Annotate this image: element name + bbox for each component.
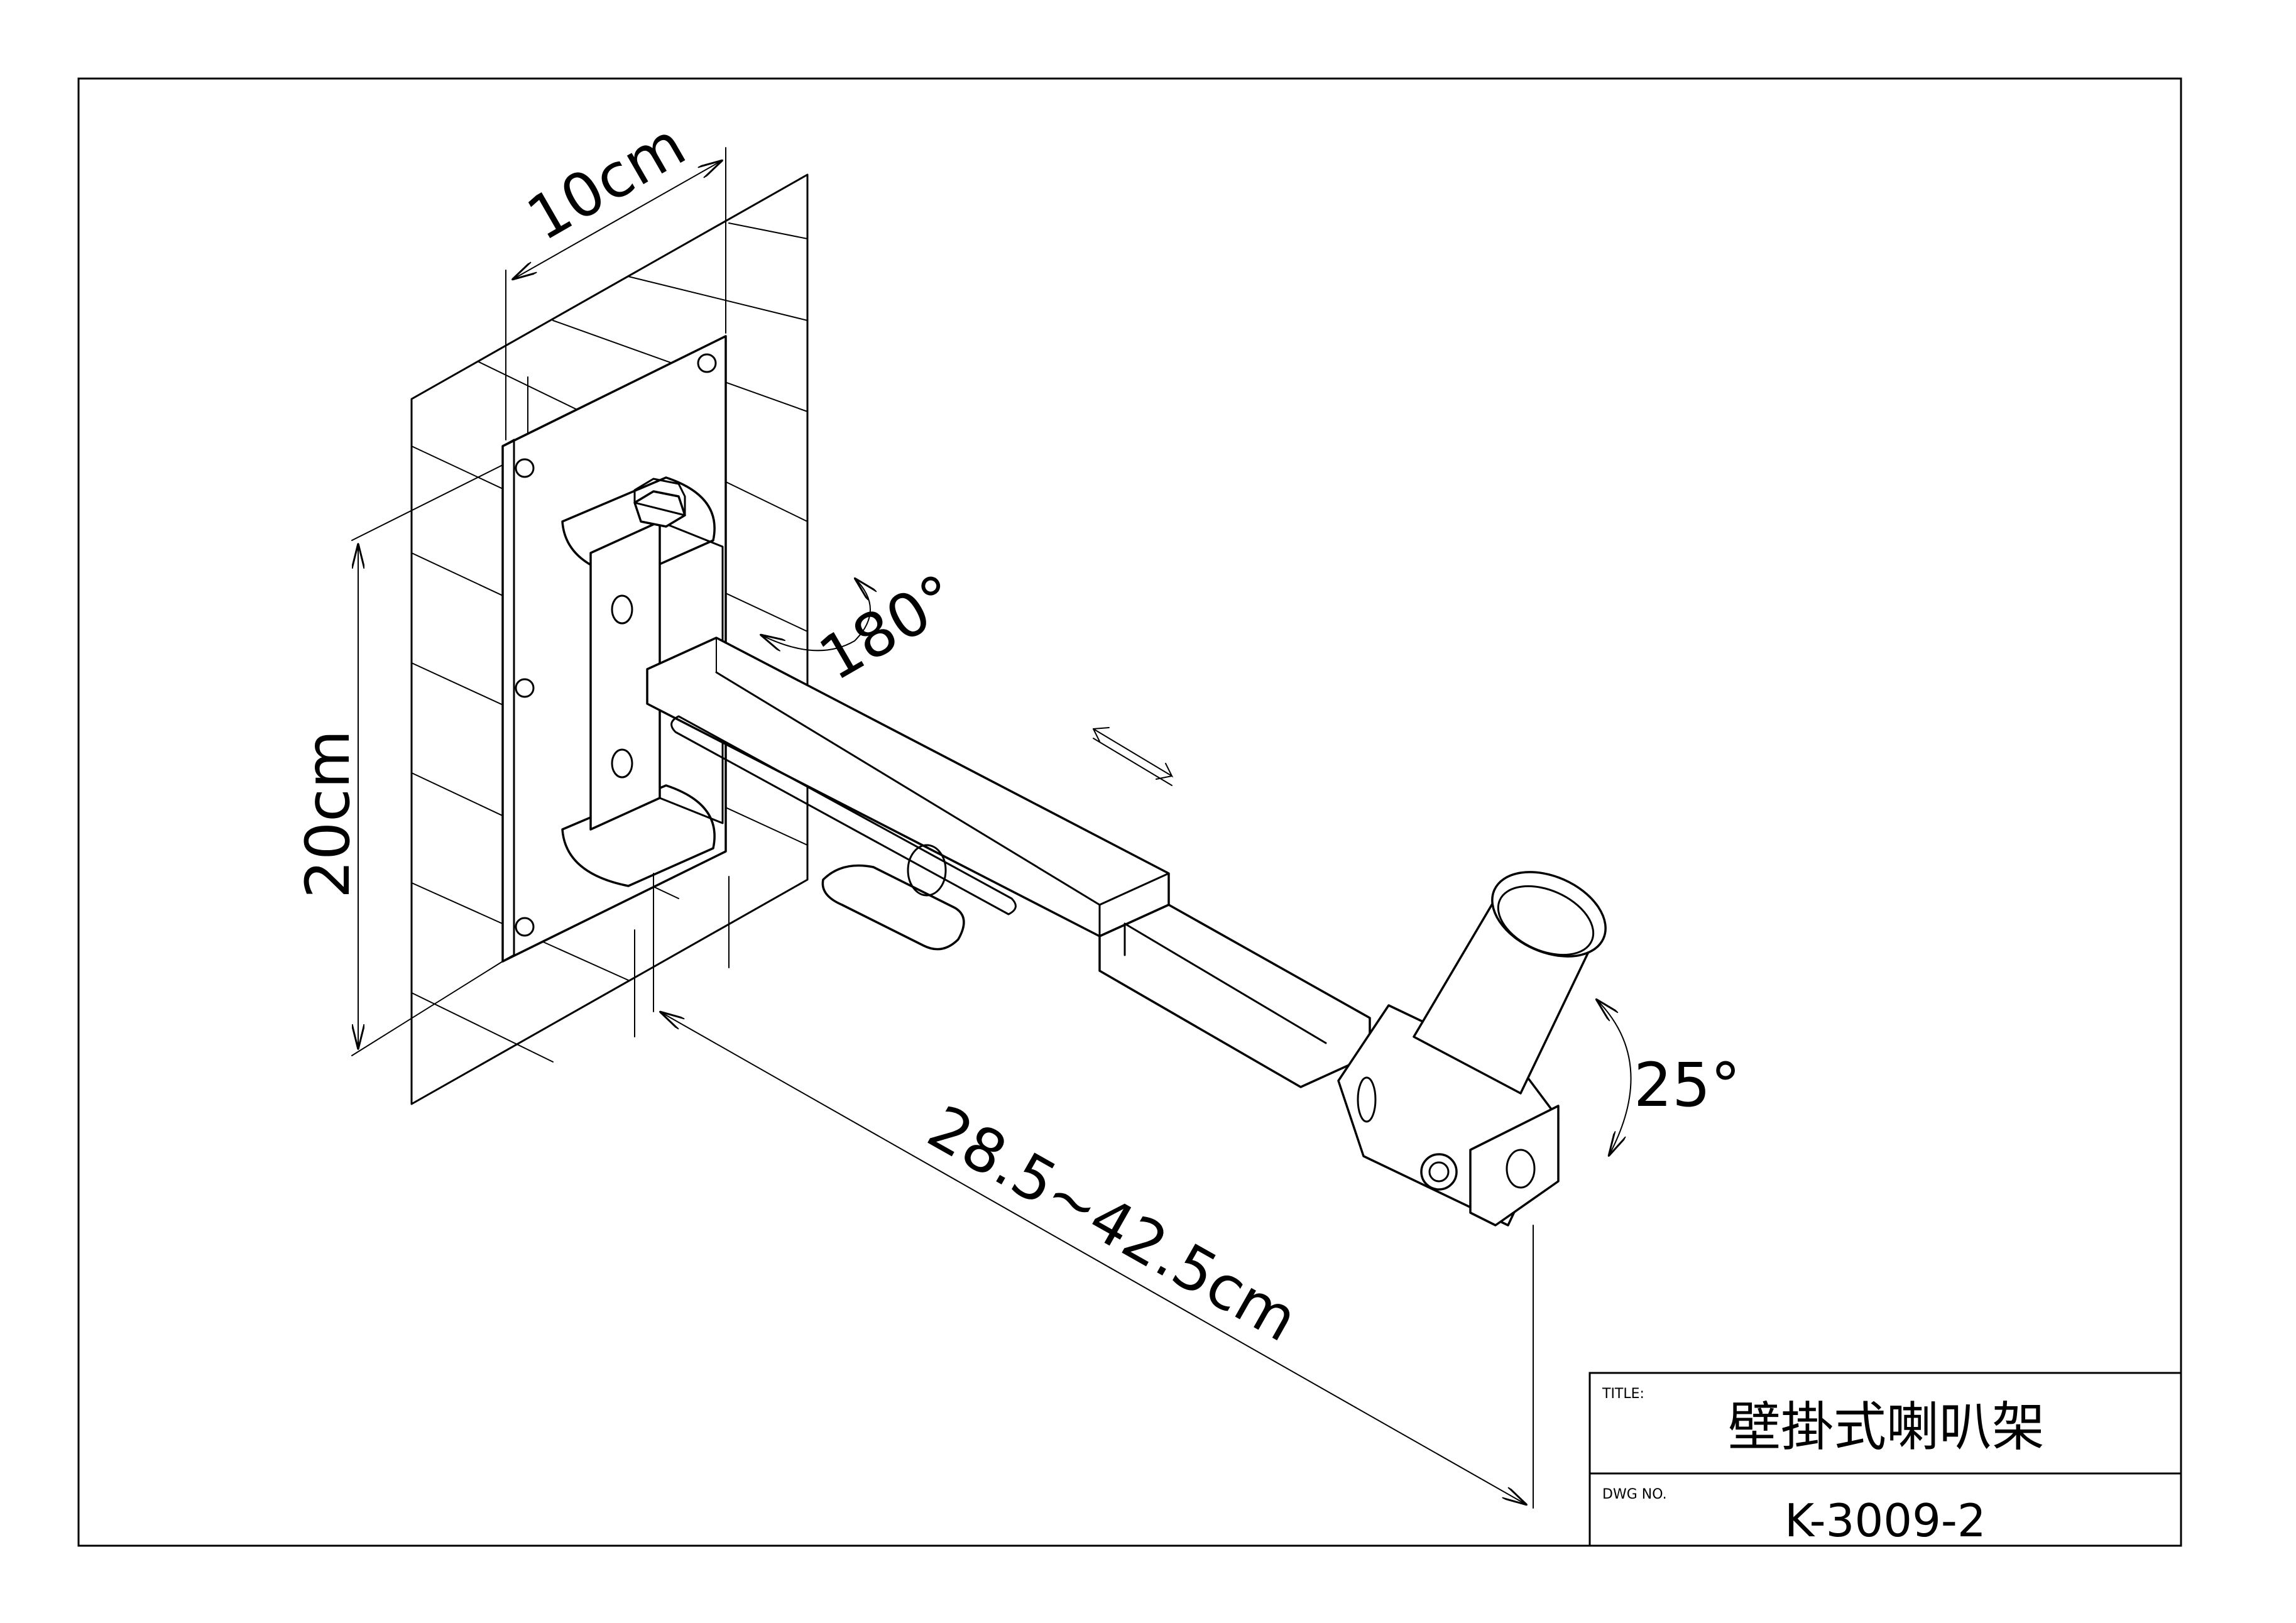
double-arrow-icon [1093, 727, 1174, 786]
drawing-title: 壁掛式喇叭架 [1728, 1396, 2045, 1458]
length-dimension [653, 892, 1534, 1509]
wing-knob [821, 844, 965, 951]
width-dimension [505, 147, 726, 440]
drawing-number: K-3009-2 [1785, 1494, 1986, 1547]
curved-arrow-icon [1596, 999, 1632, 1156]
tilt-label: 25° [1634, 1050, 1741, 1120]
dwg-caption: DWG NO. [1602, 1487, 1667, 1502]
length-dimension-label: 28.5~42.5cm [917, 1092, 1309, 1356]
rotation-label: 180° [808, 560, 969, 694]
tilt-head [1337, 871, 1607, 1227]
hinge-bracket [561, 476, 724, 893]
height-dimension-label: 20cm [293, 730, 363, 899]
title-caption: TITLE: [1602, 1386, 1644, 1402]
width-dimension-label: 10cm [516, 109, 697, 254]
title-block [1588, 1372, 2182, 1547]
height-dimension [351, 464, 503, 1056]
drawing-border [77, 77, 2182, 1547]
curved-arrow-icon [760, 578, 870, 650]
telescopic-arm [646, 637, 1371, 1088]
